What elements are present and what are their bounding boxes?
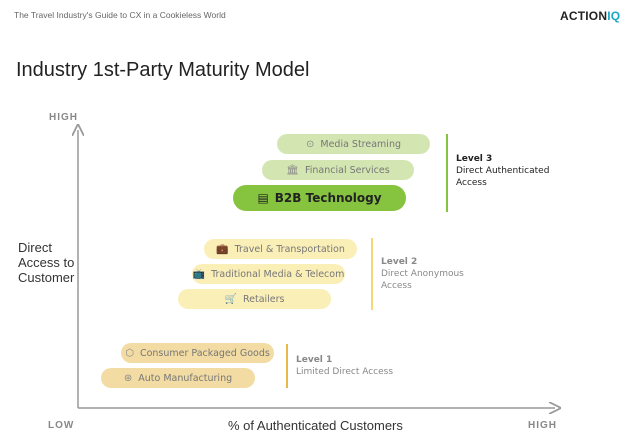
level-desc: Limited Direct Access bbox=[296, 367, 394, 377]
briefcase-icon: 💼 bbox=[216, 243, 229, 255]
level-2-label: Level 2 Direct Anonymous Access bbox=[381, 256, 471, 292]
pill-label: Consumer Packaged Goods bbox=[139, 347, 270, 359]
level-3-label: Level 3 Direct Authenticated Access bbox=[456, 153, 551, 189]
industry-auto-manufacturing: ⊛ Auto Manufacturing bbox=[101, 368, 255, 388]
x-axis-high: HIGH bbox=[528, 420, 557, 431]
y-axis-high: HIGH bbox=[49, 112, 78, 123]
box-icon: ⬡ bbox=[125, 347, 134, 359]
industry-travel-transportation: 💼 Travel & Transportation bbox=[204, 239, 357, 259]
logo-text: ACTION bbox=[560, 9, 608, 23]
page-title: Industry 1st-Party Maturity Model bbox=[16, 59, 310, 81]
level-1-bar bbox=[286, 344, 288, 388]
pill-label: Travel & Transportation bbox=[234, 243, 345, 255]
logo-accent: IQ bbox=[607, 9, 621, 23]
level-name: Level 3 bbox=[456, 154, 493, 164]
play-circle-icon: ⊙ bbox=[305, 138, 315, 150]
browser-window-icon: ▤ bbox=[257, 191, 269, 205]
level-desc: Direct Anonymous Access bbox=[381, 269, 464, 291]
bank-icon: 🏛 bbox=[286, 164, 299, 176]
level-name: Level 1 bbox=[296, 355, 333, 365]
pill-label: Auto Manufacturing bbox=[138, 372, 233, 384]
steering-wheel-icon: ⊛ bbox=[123, 372, 133, 384]
industry-financial-services: 🏛 Financial Services bbox=[262, 160, 414, 180]
pill-label: B2B Technology bbox=[274, 191, 382, 205]
pill-label: Traditional Media & Telecom bbox=[211, 268, 345, 280]
level-2-bar bbox=[371, 238, 373, 310]
tv-icon: 📺 bbox=[192, 268, 206, 280]
pill-label: Retailers bbox=[242, 293, 285, 305]
level-3-bar bbox=[446, 134, 448, 212]
pill-label: Media Streaming bbox=[320, 138, 401, 150]
industry-media-streaming: ⊙ Media Streaming bbox=[277, 134, 430, 154]
cart-icon: 🛒 bbox=[224, 293, 237, 305]
industry-retailers: 🛒 Retailers bbox=[178, 289, 331, 309]
y-axis-label: Direct Access to Customer bbox=[18, 240, 75, 285]
actioniq-logo: ACTIONIQ bbox=[560, 9, 620, 23]
pill-label: Financial Services bbox=[305, 164, 390, 176]
industry-consumer-packaged-goods: ⬡ Consumer Packaged Goods bbox=[121, 343, 274, 363]
industry-traditional-media-telecom: 📺 Traditional Media & Telecom bbox=[192, 264, 345, 284]
axis-low: LOW bbox=[48, 420, 75, 431]
x-axis-label: % of Authenticated Customers bbox=[228, 418, 403, 433]
document-subtitle: The Travel Industry's Guide to CX in a C… bbox=[14, 10, 226, 20]
level-1-label: Level 1 Limited Direct Access bbox=[296, 354, 393, 378]
level-name: Level 2 bbox=[381, 257, 418, 267]
level-desc: Direct Authenticated Access bbox=[456, 166, 550, 188]
industry-b2b-technology: ▤ B2B Technology bbox=[233, 185, 406, 211]
